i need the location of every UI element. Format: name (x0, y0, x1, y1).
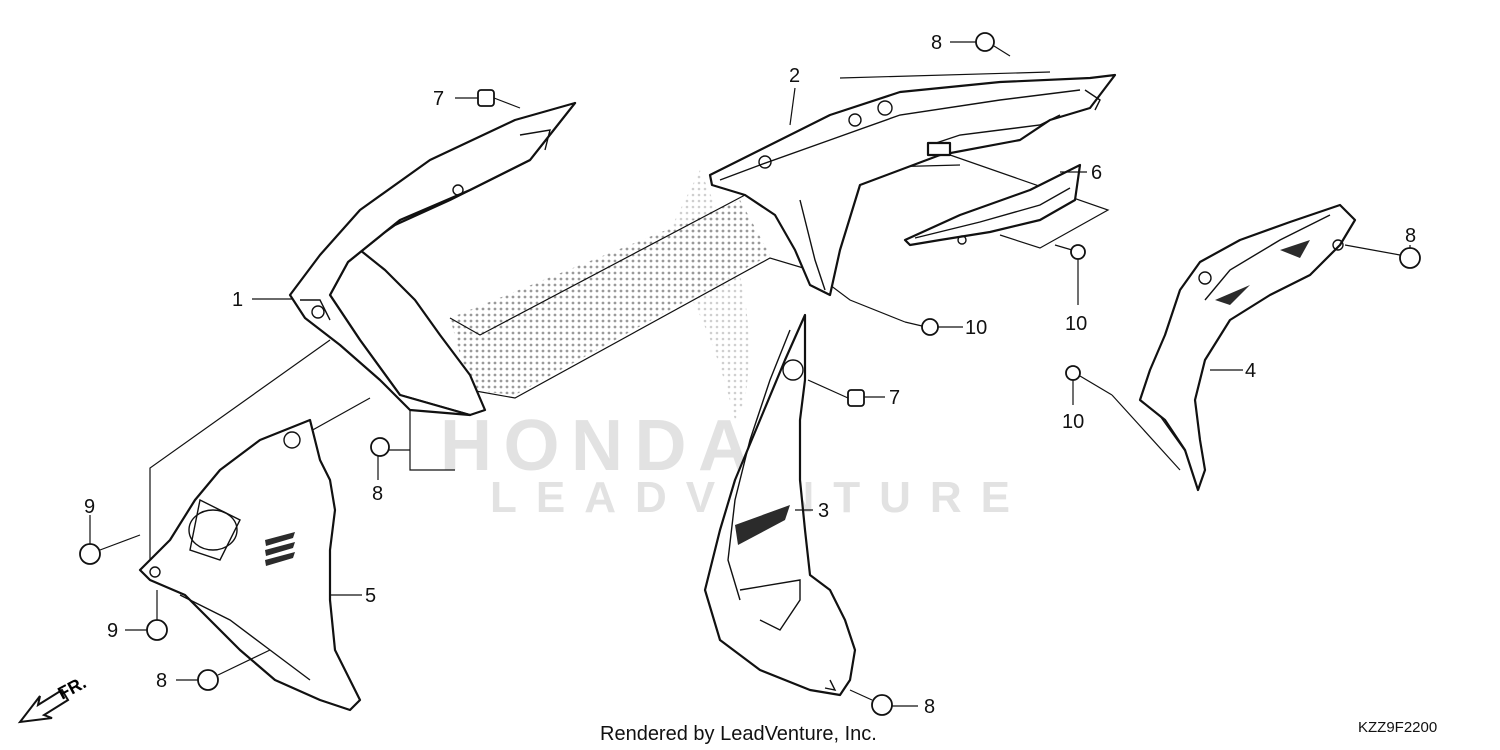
fastener-screw-10-upper-right (1054, 244, 1086, 260)
callout-labels: 1 2 3 4 5 6 7 7 8 8 8 8 8 9 9 10 10 10 (84, 32, 1416, 718)
callout-9-lower: 9 (107, 620, 118, 642)
part-2-right-shroud (708, 73, 1117, 297)
callout-2: 2 (789, 65, 800, 87)
callout-8-top: 8 (931, 32, 942, 54)
fastener-screw-8-bottom-center (849, 689, 893, 716)
part-6-inner-panel (903, 163, 1082, 247)
front-arrow-icon (17, 688, 70, 724)
callout-10-upper-right: 10 (1065, 313, 1087, 335)
callout-8-bottom-center: 8 (924, 696, 935, 718)
fastener-screw-8-top (975, 32, 1011, 57)
diagram-code: KZZ9F2200 (1358, 719, 1437, 736)
callout-10-right: 10 (1062, 411, 1084, 433)
part-1-left-shroud (288, 101, 577, 417)
fastener-screw-10-center (904, 318, 939, 336)
radiator-grille-dotted (450, 200, 770, 395)
part-5-lower-left-cover (138, 418, 362, 712)
rendered-by-credit: Rendered by LeadVenture, Inc. (600, 723, 877, 745)
callout-leaders (89, 41, 1411, 707)
callout-8-right: 8 (1405, 225, 1416, 247)
fastener-screw-8-middle (370, 437, 410, 457)
front-direction-arrow: FR. (17, 672, 89, 724)
callout-9-upper: 9 (84, 496, 95, 518)
callout-3: 3 (818, 500, 829, 522)
part-4-right-side-cover (1138, 203, 1357, 492)
callout-7-middle: 7 (889, 387, 900, 409)
part-3-center-cover (703, 313, 857, 697)
callout-5: 5 (365, 585, 376, 607)
fastener-bolt-7-middle (807, 379, 865, 407)
fastener-screw-8-right (1344, 244, 1421, 269)
callout-10-center: 10 (965, 317, 987, 339)
callout-8-bottom-left: 8 (156, 670, 167, 692)
callout-8-middle: 8 (372, 483, 383, 505)
callout-1: 1 (232, 289, 243, 311)
fastener-clip-9-upper (79, 534, 141, 565)
fastener-bolt-7-upper (477, 89, 521, 109)
fastener-clip-9-lower (146, 590, 168, 641)
watermark-brand-text: HONDA (440, 406, 750, 486)
callout-6: 6 (1091, 162, 1102, 184)
fasteners (79, 32, 1421, 716)
callout-4: 4 (1245, 360, 1256, 382)
callout-7-upper: 7 (433, 88, 444, 110)
